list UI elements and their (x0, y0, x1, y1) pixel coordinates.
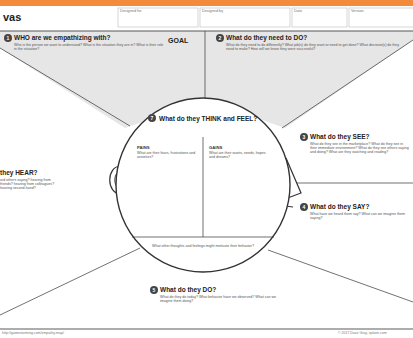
section-prompt: What are their wants, needs, hopes and d… (209, 151, 271, 160)
section-prompt: Who is the person we want to understand?… (14, 43, 164, 52)
header-field (349, 8, 413, 27)
empathy-section: What do they SEE?What do they see in the… (310, 133, 410, 155)
section-heading: they HEAR? (0, 169, 62, 177)
section-prompt: What are their fears, frustrations and a… (137, 151, 199, 160)
section-prompt: What do they see in the marketplace? Wha… (310, 142, 410, 155)
empathy-section: WHO are we empathizing with?Who is the p… (14, 34, 164, 51)
divider-line (0, 248, 140, 315)
divider-line (282, 40, 413, 128)
section-heading: What do they THINK and FEEL? (159, 115, 279, 123)
empathy-section: What do they SAY?What have we heard them… (310, 203, 410, 220)
callout-number: 4 (300, 203, 308, 211)
canvas-frame (0, 31, 413, 329)
field-label: Designed for (120, 9, 142, 13)
divider-line (0, 48, 130, 126)
divider-line (268, 250, 413, 302)
pains-area: PAINSWhat are their fears, frustrations … (137, 145, 199, 160)
section-prompt: What have we heard them say? What can we… (310, 212, 410, 221)
callout-number: 3 (300, 133, 308, 141)
section-heading: What do they need to DO? (226, 34, 401, 42)
head-circle: What do they THINK and FEEL? What other t… (115, 97, 291, 273)
field-label: Version (351, 9, 364, 13)
callout-number: 7 (148, 114, 156, 122)
field-label: Date (294, 9, 302, 13)
canvas-title: vas (3, 11, 21, 23)
header-field (292, 8, 347, 27)
footer-credit: © 2017 Dave Gray, xplane.com (338, 331, 387, 335)
header-field (200, 8, 290, 27)
empathy-section: What do they need to DO?What do they nee… (226, 34, 401, 51)
section-heading: PAINS (137, 145, 199, 150)
divider-line (296, 183, 413, 184)
section-heading: What do they DO? (160, 286, 285, 294)
field-label: Designed by (202, 9, 223, 13)
section-heading: WHO are we empathizing with? (14, 34, 164, 42)
section-prompt: What do they do today? What behavior hav… (160, 295, 285, 304)
gains-area: GAINSWhat are their wants, needs, hopes … (209, 145, 271, 160)
divider-line (205, 31, 206, 100)
section-prompt: ard others saying? hearing from friends?… (0, 178, 62, 191)
top-strip (0, 0, 413, 6)
divider-line (132, 237, 274, 238)
callout-number: 5 (150, 286, 158, 294)
goal-label: GOAL (168, 37, 188, 44)
head-circle-outline (116, 98, 290, 272)
callout-number: 1 (4, 34, 12, 42)
callout-number: 2 (216, 34, 224, 42)
section-heading: What do they SAY? (310, 203, 410, 211)
section-heading: What do they SEE? (310, 133, 410, 141)
header-field (118, 8, 198, 27)
divider-line (203, 137, 204, 237)
section-prompt: What do they need to do differently? Wha… (226, 43, 401, 52)
empathy-section: What do they DO?What do they do today? W… (160, 286, 285, 303)
footer-url: http://gamestorming.com/empathy-map/ (2, 331, 64, 335)
section-prompt: What other thoughts and feelings might m… (143, 244, 263, 248)
empathy-section: they HEAR?ard others saying? hearing fro… (0, 169, 62, 191)
section-heading: GAINS (209, 145, 271, 150)
